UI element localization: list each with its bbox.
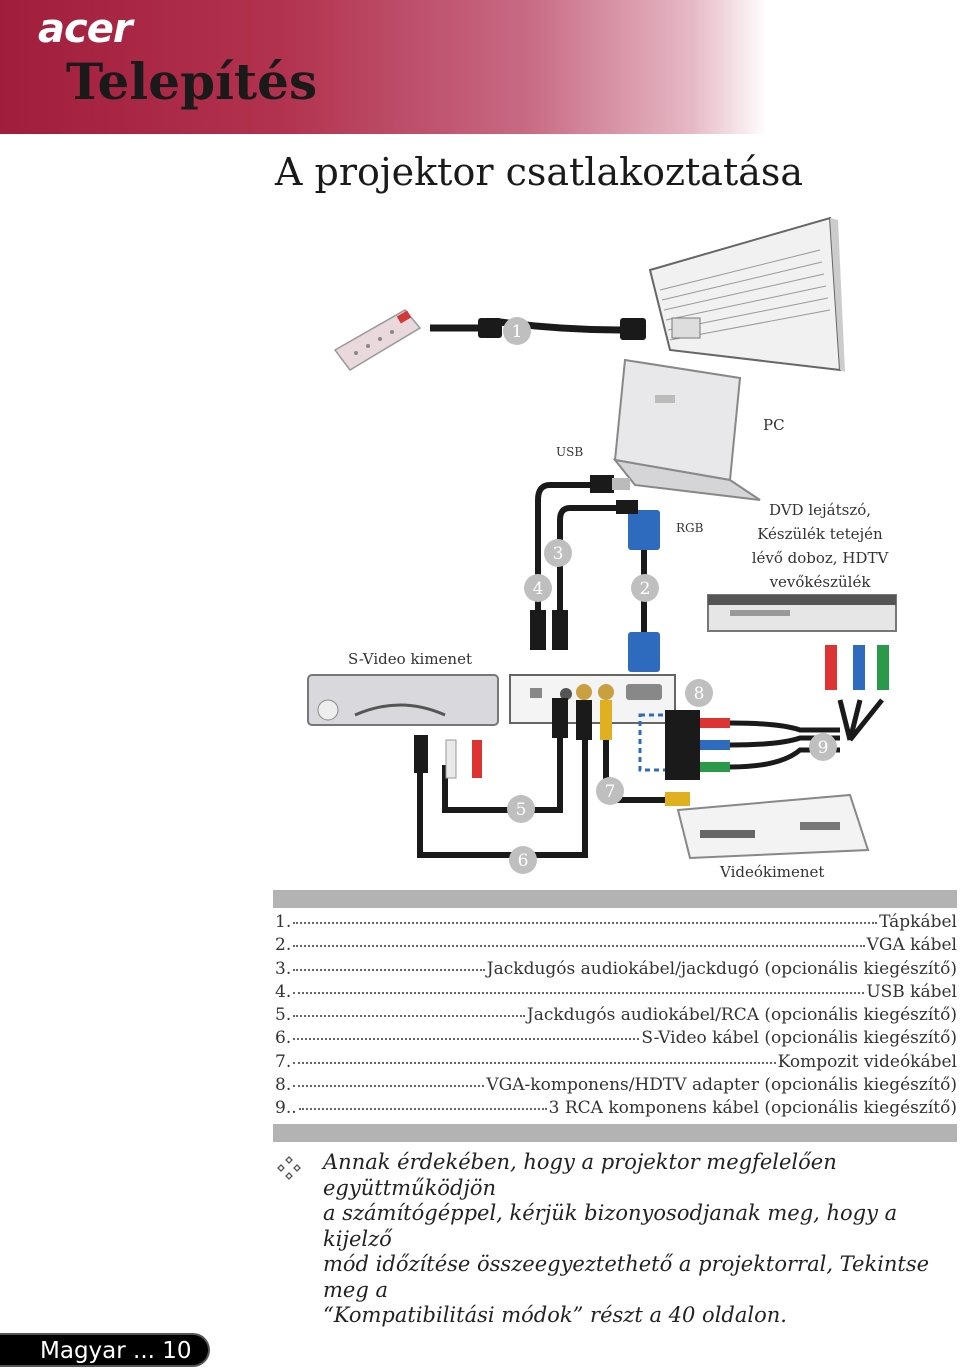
dvd-label-line4: vevőkészülék xyxy=(769,573,872,591)
note-line: “Kompatibilitási módok” részt a 40 oldal… xyxy=(323,1303,787,1327)
number-badge-6: 6 xyxy=(509,846,537,874)
laptop-image xyxy=(612,358,761,501)
legend-num: 7. xyxy=(275,1051,292,1072)
number-badge-6-text: 6 xyxy=(518,851,529,871)
svideo-out-label: S-Video kimenet xyxy=(348,650,472,668)
footer-page-tab: Magyar ... 10 xyxy=(0,1333,210,1367)
number-badge-2: 2 xyxy=(631,574,659,602)
number-badge-3-text: 3 xyxy=(553,544,564,564)
dvd-player-image xyxy=(707,594,897,632)
leader-dots xyxy=(293,1050,776,1064)
audio-rca-cable xyxy=(442,710,563,813)
legend-top-bar xyxy=(273,890,957,908)
legend-row: 2. VGA kábel xyxy=(275,935,957,958)
acer-logo: acer xyxy=(38,6,133,52)
legend-num: 4. xyxy=(275,981,292,1002)
number-badge-2-text: 2 xyxy=(640,579,651,599)
projector-image xyxy=(648,216,845,372)
page-number-label: Magyar ... 10 xyxy=(40,1338,192,1364)
legend-num: 3. xyxy=(275,958,292,979)
legend-label: USB kábel xyxy=(866,981,957,1002)
number-badge-7-text: 7 xyxy=(605,782,616,802)
number-badge-8: 8 xyxy=(685,679,713,707)
legend-label: Tápkábel xyxy=(879,912,957,932)
legend-num: 1. xyxy=(275,912,292,932)
note-line: Annak érdekében, hogy a projektor megfel… xyxy=(323,1150,837,1200)
leader-dots xyxy=(293,1003,525,1018)
number-badge-5: 5 xyxy=(507,795,535,823)
connector-panel-image xyxy=(509,674,676,724)
leader-dots xyxy=(293,1073,485,1088)
legend-label: VGA kábel xyxy=(866,935,957,956)
vga-component-adapter-image xyxy=(638,710,730,780)
header-band xyxy=(0,0,960,134)
leader-dots xyxy=(293,980,865,994)
legend-num: 8. xyxy=(275,1075,292,1096)
legend-label: Jackdugós audiokábel/RCA (opcionális kie… xyxy=(526,1005,957,1026)
number-badge-5-text: 5 xyxy=(516,800,527,820)
legend-row: 5. Jackdugós audiokábel/RCA (opcionális k… xyxy=(275,1005,957,1028)
usb-label: USB xyxy=(556,445,583,459)
legend-num: 9.. xyxy=(275,1098,297,1119)
legend-label: Jackdugós audiokábel/jackdugó (opcionáli… xyxy=(486,958,957,979)
rgb-label: RGB xyxy=(676,521,704,535)
connection-diagram: USB PC RGB DVD lejátszó, Készülék tetejé… xyxy=(260,210,960,890)
number-badge-1-text: 1 xyxy=(512,322,523,342)
leader-dots xyxy=(293,910,878,924)
leader-dots xyxy=(293,957,485,971)
vcr-video-image xyxy=(676,793,870,860)
legend-num: 5. xyxy=(275,1005,292,1026)
legend-row: 9.. 3 RCA komponens kábel (opcionális kie… xyxy=(275,1098,957,1121)
dvd-label-line3: lévő doboz, HDTV xyxy=(752,549,890,567)
note-line: a számítógéppel, kérjük bizonyosodjanak … xyxy=(323,1201,898,1251)
video-out-label: Videókimenet xyxy=(719,863,824,881)
power-strip-image xyxy=(333,309,422,371)
number-badge-4: 4 xyxy=(524,574,552,602)
vcr-svideo-image xyxy=(307,674,499,726)
legend-label: VGA-komponens/HDTV adapter (opcionális k… xyxy=(486,1075,957,1096)
legend-row: 8. VGA-komponens/HDTV adapter (opcionális… xyxy=(275,1075,957,1098)
svideo-cable xyxy=(417,710,588,858)
legend-row: 6. S-Video kábel (opcionális kiegészítő) xyxy=(275,1028,957,1051)
dvd-label-line2: Készülék tetején xyxy=(757,525,883,543)
legend-row: 4. USB kábel xyxy=(275,982,957,1005)
leader-dots xyxy=(298,1096,547,1111)
note-line: mód időzítése összeegyeztethető a projek… xyxy=(323,1252,930,1302)
legend-label: Kompozit videókábel xyxy=(777,1051,957,1072)
legend-row: 3. Jackdugós audiokábel/jackdugó (opcioná… xyxy=(275,959,957,982)
legend-label: 3 RCA komponens kábel (opcionális kiegés… xyxy=(548,1098,957,1119)
leader-dots xyxy=(293,933,865,948)
cable-legend: 1. Tápkábel 2. VGA kábel 3. Jackdugós audio… xyxy=(275,912,957,1122)
leader-dots xyxy=(293,1026,640,1041)
number-badge-7: 7 xyxy=(596,777,624,805)
section-title: Telepítés xyxy=(66,52,318,111)
number-badge-8-text: 8 xyxy=(694,684,705,704)
legend-label: S-Video kábel (opcionális kiegészítő) xyxy=(641,1028,957,1049)
dvd-label-line1: DVD lejátszó, xyxy=(769,501,871,519)
number-badge-3: 3 xyxy=(544,539,572,567)
legend-num: 6. xyxy=(275,1028,292,1049)
legend-row: 1. Tápkábel xyxy=(275,912,957,935)
number-badge-9: 9 xyxy=(809,733,837,761)
legend-num: 2. xyxy=(275,935,292,956)
note-text: Annak érdekében, hogy a projektor megfel… xyxy=(323,1150,960,1329)
audio-cable xyxy=(557,505,620,630)
power-cable xyxy=(430,318,640,334)
legend-bottom-bar xyxy=(273,1124,957,1142)
pc-label: PC xyxy=(763,416,785,434)
number-badge-9-text: 9 xyxy=(818,738,829,758)
diamond-bullet-icon xyxy=(277,1156,301,1180)
legend-row: 7. Kompozit videókábel xyxy=(275,1052,957,1075)
usb-cable xyxy=(535,482,595,630)
number-badge-1: 1 xyxy=(503,317,531,345)
number-badge-4-text: 4 xyxy=(533,579,544,599)
page-heading: A projektor csatlakoztatása xyxy=(275,150,804,194)
